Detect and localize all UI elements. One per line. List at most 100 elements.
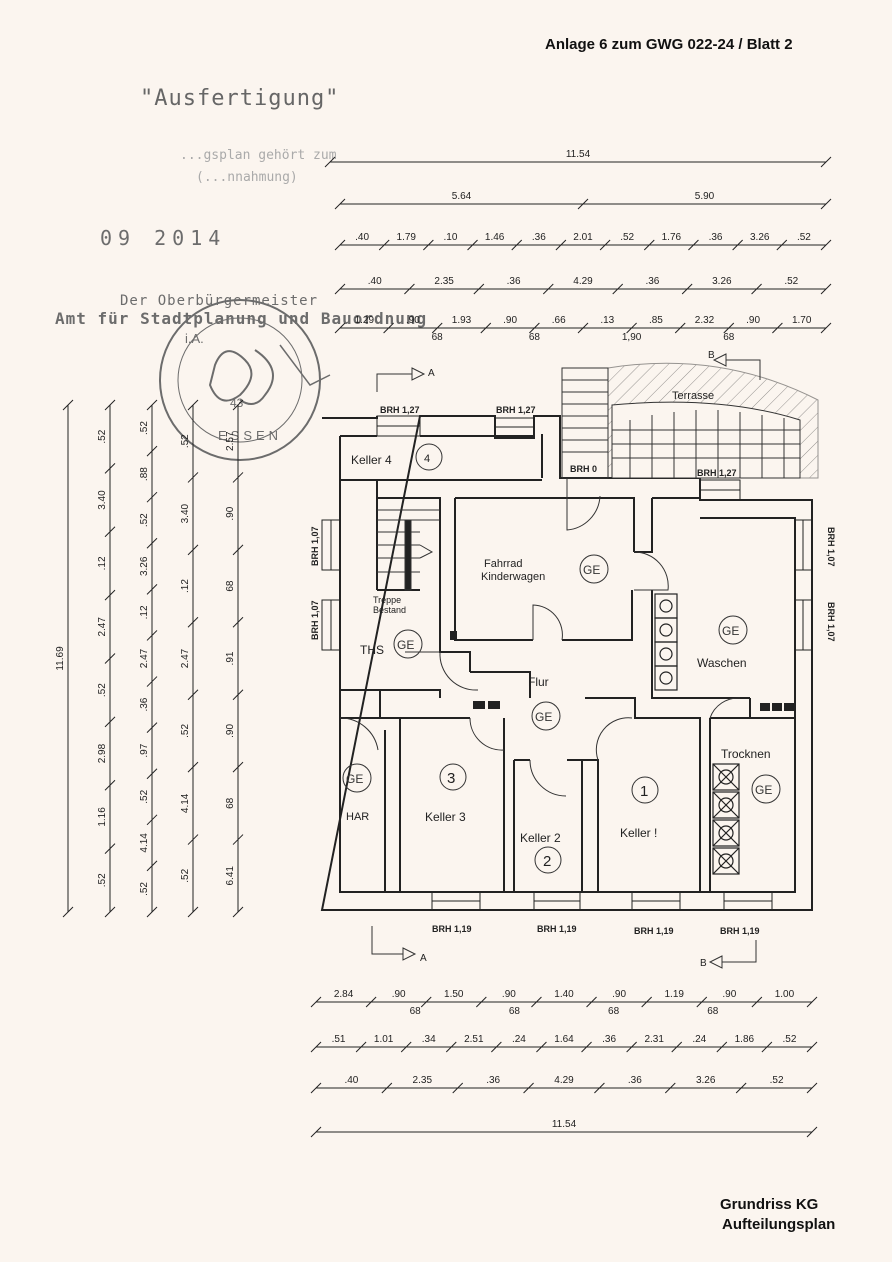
dimension-tick [232, 834, 244, 845]
dimension-tick [696, 996, 708, 1008]
dimension-tick [473, 283, 485, 295]
dimension-label: 4.14 [180, 793, 191, 813]
dimension-label: .36 [532, 232, 546, 243]
dimension-tick [716, 1041, 728, 1053]
plan-title: Grundriss KG [720, 1196, 819, 1213]
dimension-label: 1.29 [355, 315, 375, 326]
room-number-2: 2 [543, 853, 551, 870]
dimension-tick [806, 1041, 818, 1053]
dimension-tick [334, 198, 346, 210]
dimension-tick [232, 761, 244, 773]
terrace [607, 362, 819, 479]
stairs [377, 367, 609, 591]
dimension-tick [491, 1041, 502, 1053]
brh-label: BRH 1,07 [310, 526, 320, 566]
dimension-tick [452, 1082, 464, 1094]
dimension-label: 68 [432, 332, 444, 343]
dimension-tick [104, 399, 116, 411]
dimension-label: 11.54 [566, 149, 591, 160]
dimension-label: 2.51 [464, 1034, 484, 1045]
dimension-label: .52 [797, 232, 811, 243]
dimension-label: .13 [600, 315, 614, 326]
dimension-label: .90 [225, 724, 236, 738]
dimension-tick [723, 322, 735, 334]
room-number-3: 3 [447, 770, 455, 787]
dimension-label: .52 [97, 683, 108, 697]
dimension-tick [420, 996, 432, 1008]
dimension-label: 5.64 [452, 191, 472, 202]
dimension-label: .24 [512, 1034, 526, 1045]
dimension-tick [806, 1082, 818, 1094]
dimension-label: .52 [784, 276, 798, 287]
dimension-tick [531, 996, 542, 1008]
dimension-lines [62, 156, 832, 1138]
dimension-tick [146, 814, 158, 826]
dimension-label: 68 [410, 1006, 422, 1017]
dimension-label: .52 [783, 1034, 797, 1045]
room-label-flur: Flur [528, 675, 549, 689]
dimension-tick [187, 761, 199, 773]
dimension-label: .90 [722, 989, 736, 1000]
washing-machines [654, 593, 678, 691]
dimension-tick [626, 1041, 637, 1053]
plan-subtitle: Aufteilungsplan [722, 1216, 836, 1233]
dimension-label: .52 [139, 789, 150, 803]
dimension-label: .88 [139, 467, 150, 481]
meters [450, 631, 794, 711]
dimension-label: 1.93 [452, 315, 472, 326]
dimension-tick [104, 653, 116, 664]
dimension-tick [232, 472, 244, 483]
dimension-label: 5.90 [695, 191, 715, 202]
dimension-tick [104, 716, 116, 728]
dimension-label: .34 [422, 1034, 436, 1045]
dimension-label: 2.84 [334, 989, 354, 1000]
dimension-tick [599, 239, 611, 251]
room-label-har: HAR [346, 811, 369, 823]
dimension-label: .66 [552, 315, 566, 326]
dimension-label: 1.01 [374, 1034, 394, 1045]
room-label-trocknen: Trocknen [721, 747, 771, 761]
dimension-label: .12 [97, 556, 108, 570]
dimension-label: .12 [139, 605, 150, 619]
room-label-keller-3: Keller 3 [425, 810, 466, 824]
ge-markers [342, 443, 781, 874]
dimension-label: .36 [139, 697, 150, 711]
dimension-tick [146, 445, 158, 457]
room-label-ths: THS [360, 643, 384, 657]
dimension-label: .52 [620, 232, 634, 243]
dimension-label: .52 [180, 868, 191, 882]
dimension-label: .36 [507, 276, 521, 287]
dimension-tick [104, 526, 116, 538]
dimension-label: 2.47 [180, 648, 191, 668]
dimension-label: 1.00 [775, 989, 795, 1000]
ge-label: GE [397, 638, 414, 652]
walls [320, 415, 813, 911]
copy-stamp: "Ausfertigung" [140, 86, 340, 111]
dimension-tick [511, 239, 523, 251]
dimension-label: .36 [628, 1075, 642, 1086]
brh-label: BRH 1,19 [634, 926, 674, 936]
dimension-tick [187, 906, 199, 918]
dimension-tick [232, 689, 244, 701]
dimension-tick [806, 1126, 818, 1138]
dimension-tick [355, 1041, 367, 1053]
dimension-tick [776, 239, 788, 251]
brh-label: BRH 1,27 [697, 468, 737, 478]
dimension-tick [104, 843, 116, 854]
dimension-tick [104, 589, 116, 601]
dimension-tick [761, 1041, 773, 1053]
dimension-tick [104, 779, 116, 791]
dimension-tick [674, 322, 686, 334]
dimension-label: 2.35 [434, 276, 454, 287]
stair-label-bestand: Bestand [373, 605, 406, 615]
dimension-label: .90 [503, 315, 517, 326]
dimension-tick [378, 239, 390, 251]
dimension-tick [104, 463, 116, 474]
room-number-1: 1 [640, 783, 648, 800]
dimension-label: .90 [406, 315, 420, 326]
dimension-tick [232, 906, 244, 918]
dimension-label: 3.26 [712, 276, 732, 287]
dimension-tick [577, 322, 589, 334]
dimension-label: 1.79 [397, 232, 417, 243]
